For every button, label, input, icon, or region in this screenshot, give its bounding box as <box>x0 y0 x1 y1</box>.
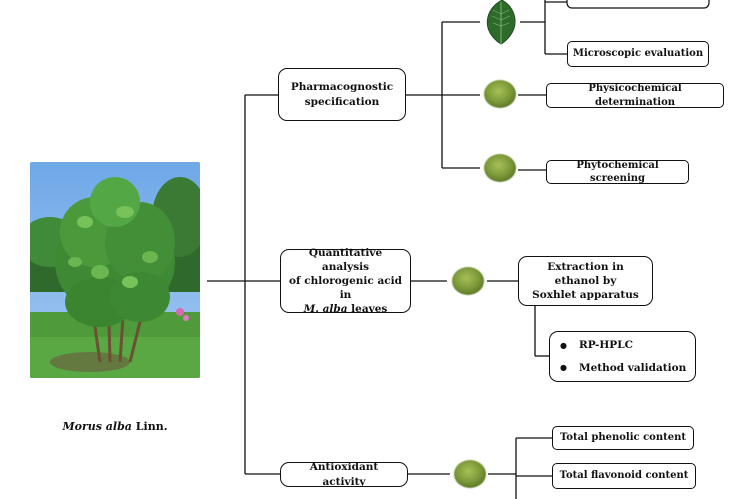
bullet-icon: ● <box>560 362 567 373</box>
connector-lines <box>207 0 567 499</box>
flavonoid-box: Total flavonoid content <box>552 463 696 489</box>
phenolic-label: Total phenolic content <box>560 432 686 444</box>
microscopic-label: Microscopic evaluation <box>572 48 704 60</box>
hplc-methods-box: ● RP-HPLC ● Method validation <box>549 331 696 382</box>
morus-alba-photo <box>30 162 200 378</box>
phytochemical-box: Phytochemical screening <box>546 160 689 184</box>
species-author: Linn. <box>135 420 168 433</box>
physicochemical-box: Physicochemical determination <box>546 83 724 108</box>
quantitative-species: M. alba <box>303 303 348 316</box>
quantitative-line2: of chlorogenic acid in <box>289 274 402 302</box>
physicochemical-label: Physicochemical determination <box>588 83 682 108</box>
powder-icon-physicochemical <box>484 80 516 108</box>
powder-icon-phytochemical <box>484 154 516 182</box>
quantitative-box: Quantitative analysis of chlorogenic aci… <box>280 246 411 316</box>
quantitative-line3: M. alba leaves <box>304 302 388 316</box>
extraction-line2: Soxhlet apparatus <box>532 289 639 302</box>
pharmacognostic-line2: specification <box>304 95 380 108</box>
phytochemical-label: Phytochemical screening <box>576 159 659 185</box>
phenolic-box: Total phenolic content <box>552 426 694 450</box>
hplc-method-2: Method validation <box>578 361 687 374</box>
pharmacognostic-line1: Pharmacognostic <box>290 81 394 94</box>
flavonoid-label: Total flavonoid content <box>559 470 689 482</box>
microscopic-box: Microscopic evaluation <box>567 41 709 67</box>
macroscopic-box-cut <box>566 0 710 9</box>
bullet-icon: ● <box>560 340 567 351</box>
photo-caption: Morus alba Linn. <box>40 420 190 433</box>
antioxidant-box: Antioxidant activity <box>280 461 408 488</box>
hplc-method-row-1: ● RP-HPLC <box>560 338 633 352</box>
extraction-line1: Extraction in ethanol by <box>547 260 624 287</box>
pharmacognostic-box: Pharmacognostic specification <box>278 68 406 121</box>
hplc-method-1: RP-HPLC <box>578 339 633 352</box>
quantitative-suffix: leaves <box>347 303 388 316</box>
quantitative-line1: Quantitative analysis <box>308 246 383 273</box>
species-name: Morus alba <box>62 420 132 433</box>
powder-icon-antioxidant <box>454 460 486 488</box>
leaf-icon <box>486 0 516 45</box>
powder-icon-quantitative <box>452 267 484 295</box>
hplc-method-row-2: ● Method validation <box>560 361 686 375</box>
antioxidant-label: Antioxidant activity <box>309 461 379 488</box>
extraction-box: Extraction in ethanol by Soxhlet apparat… <box>518 256 653 306</box>
